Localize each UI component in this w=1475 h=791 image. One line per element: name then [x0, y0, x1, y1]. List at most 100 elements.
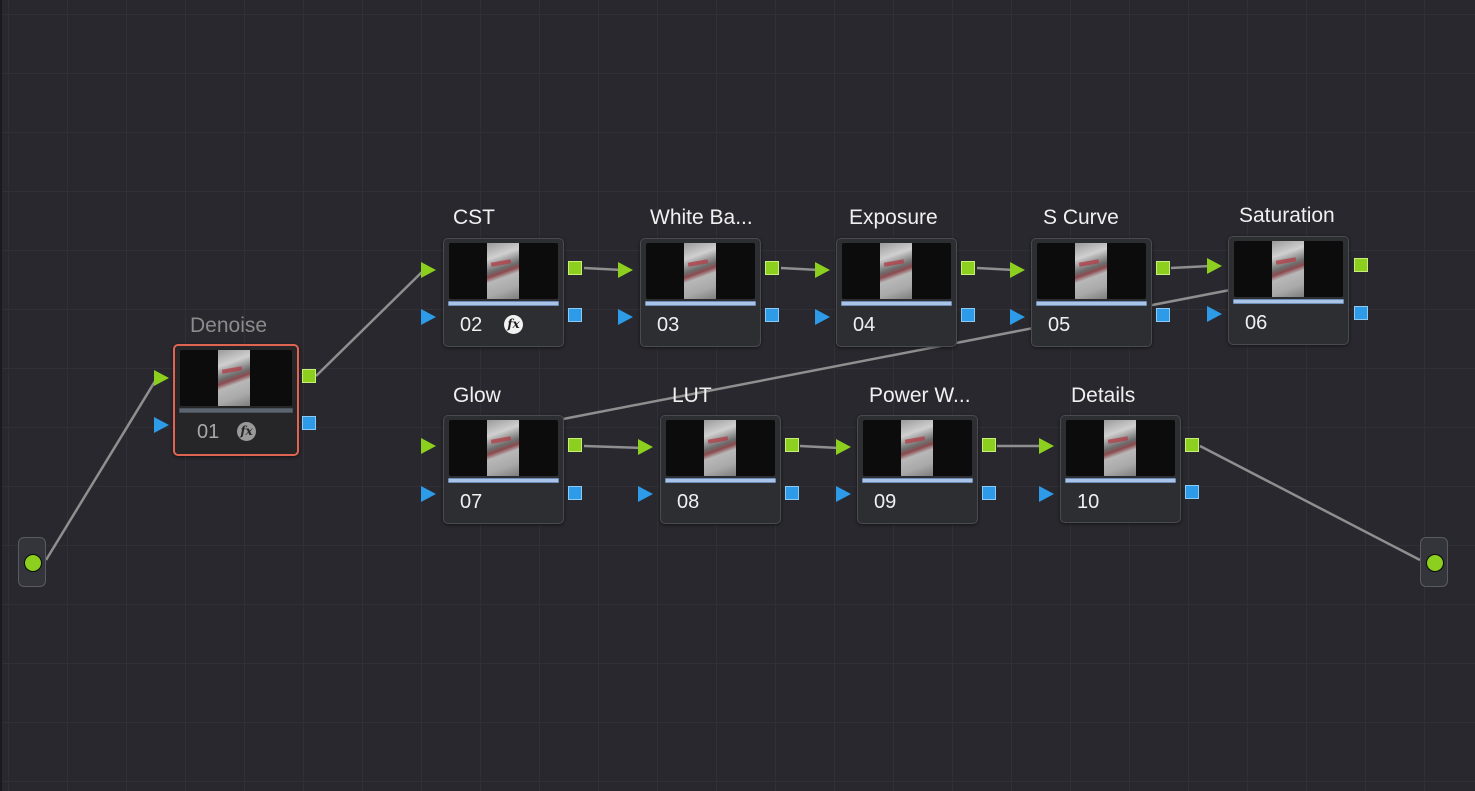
output-dot-icon	[1426, 554, 1444, 572]
node-08-number: 08	[677, 491, 700, 513]
node-07-alpha-input[interactable]	[421, 486, 436, 502]
node-03-white-balance[interactable]: 03	[640, 238, 761, 347]
node-04-thumbnail	[842, 243, 951, 299]
node-01-rgb-output[interactable]	[302, 369, 316, 383]
node-08-bar	[665, 478, 776, 483]
node-07-bar	[448, 478, 559, 483]
node-06-alpha-input[interactable]	[1207, 306, 1222, 322]
node-04-bar	[841, 301, 952, 306]
node-08-lut[interactable]: 08	[660, 415, 781, 524]
node-02-bar	[448, 301, 559, 306]
node-05-thumbnail	[1037, 243, 1146, 299]
node-04-alpha-output[interactable]	[961, 308, 975, 322]
node-10-rgb-output[interactable]	[1185, 438, 1199, 452]
node-07-alpha-output[interactable]	[568, 486, 582, 500]
node-09-title: Power W...	[869, 384, 971, 407]
node-05-alpha-output[interactable]	[1156, 308, 1170, 322]
node-01-thumbnail	[180, 350, 292, 406]
wire-04-to-05	[976, 266, 1015, 272]
node-07-rgb-output[interactable]	[568, 438, 582, 452]
wire-07-to-08	[583, 444, 643, 450]
node-02-rgb-output[interactable]	[568, 261, 582, 275]
node-02-cst[interactable]: 02 fx	[443, 238, 564, 347]
node-02-alpha-input[interactable]	[421, 309, 436, 325]
node-03-rgb-output[interactable]	[765, 261, 779, 275]
node-09-alpha-input[interactable]	[836, 486, 851, 502]
node-01-alpha-output[interactable]	[302, 416, 316, 430]
node-01-denoise[interactable]: 01 fx	[173, 344, 299, 456]
node-04-rgb-output[interactable]	[961, 261, 975, 275]
node-08-rgb-input[interactable]	[638, 439, 653, 455]
node-09-number: 09	[874, 491, 897, 513]
node-04-rgb-input[interactable]	[815, 262, 830, 278]
node-06-saturation[interactable]: 06	[1228, 236, 1349, 345]
node-10-title: Details	[1071, 384, 1136, 407]
node-07-glow[interactable]: 07	[443, 415, 564, 524]
node-01-number: 01	[197, 421, 220, 443]
node-03-alpha-input[interactable]	[618, 309, 633, 325]
node-05-bar	[1036, 301, 1147, 306]
fx-icon: fx	[237, 422, 256, 441]
node-03-thumbnail	[646, 243, 755, 299]
wire-01-to-02	[315, 269, 425, 377]
node-03-title: White Ba...	[650, 206, 753, 229]
node-05-title: S Curve	[1043, 206, 1119, 229]
node-07-title: Glow	[453, 384, 501, 407]
wire-10-to-output	[1199, 444, 1421, 562]
node-03-rgb-input[interactable]	[618, 262, 633, 278]
node-04-alpha-input[interactable]	[815, 309, 830, 325]
node-01-title: Denoise	[190, 314, 268, 337]
node-06-thumbnail	[1234, 241, 1343, 297]
node-10-details[interactable]: 10	[1060, 415, 1181, 523]
node-08-rgb-output[interactable]	[785, 438, 799, 452]
node-02-thumbnail	[449, 243, 558, 299]
node-06-title: Saturation	[1239, 204, 1335, 227]
node-09-rgb-input[interactable]	[836, 439, 851, 455]
output-terminal[interactable]	[1420, 537, 1448, 587]
node-06-number: 06	[1245, 312, 1268, 334]
node-03-bar	[645, 301, 756, 306]
node-02-rgb-input[interactable]	[421, 262, 436, 278]
node-08-thumbnail	[666, 420, 775, 476]
node-08-alpha-input[interactable]	[638, 486, 653, 502]
node-10-number: 10	[1077, 491, 1100, 513]
wire-03-to-04	[780, 266, 820, 272]
node-08-alpha-output[interactable]	[785, 486, 799, 500]
panel-edge	[0, 0, 2, 791]
node-01-bar	[179, 408, 293, 413]
node-09-bar	[862, 478, 973, 483]
node-10-thumbnail	[1066, 420, 1175, 476]
node-02-alpha-output[interactable]	[568, 308, 582, 322]
node-10-alpha-input[interactable]	[1039, 486, 1054, 502]
node-01-rgb-input[interactable]	[154, 370, 169, 386]
node-01-alpha-input[interactable]	[154, 417, 169, 433]
source-terminal[interactable]	[18, 537, 46, 587]
node-07-thumbnail	[449, 420, 558, 476]
node-05-number: 05	[1048, 314, 1071, 336]
node-04-number: 04	[853, 314, 876, 336]
node-07-rgb-input[interactable]	[421, 438, 436, 454]
node-08-title: LUT	[672, 384, 712, 407]
node-06-rgb-output[interactable]	[1354, 258, 1368, 272]
node-05-rgb-input[interactable]	[1010, 262, 1025, 278]
node-09-thumbnail	[863, 420, 972, 476]
node-06-rgb-input[interactable]	[1207, 258, 1222, 274]
node-10-rgb-input[interactable]	[1039, 438, 1054, 454]
node-02-title: CST	[453, 206, 495, 229]
node-10-alpha-output[interactable]	[1185, 485, 1199, 499]
node-05-rgb-output[interactable]	[1156, 261, 1170, 275]
node-02-number: 02	[460, 314, 483, 336]
node-05-s-curve[interactable]: 05	[1031, 238, 1152, 347]
wire-source-to-01	[44, 377, 159, 561]
source-dot-icon	[24, 554, 42, 572]
node-09-power-window[interactable]: 09	[857, 415, 978, 524]
node-03-number: 03	[657, 314, 680, 336]
node-05-alpha-input[interactable]	[1010, 309, 1025, 325]
node-03-alpha-output[interactable]	[765, 308, 779, 322]
node-06-alpha-output[interactable]	[1354, 306, 1368, 320]
node-07-number: 07	[460, 491, 483, 513]
node-04-exposure[interactable]: 04	[836, 238, 957, 347]
node-09-alpha-output[interactable]	[982, 486, 996, 500]
node-09-rgb-output[interactable]	[982, 438, 996, 452]
